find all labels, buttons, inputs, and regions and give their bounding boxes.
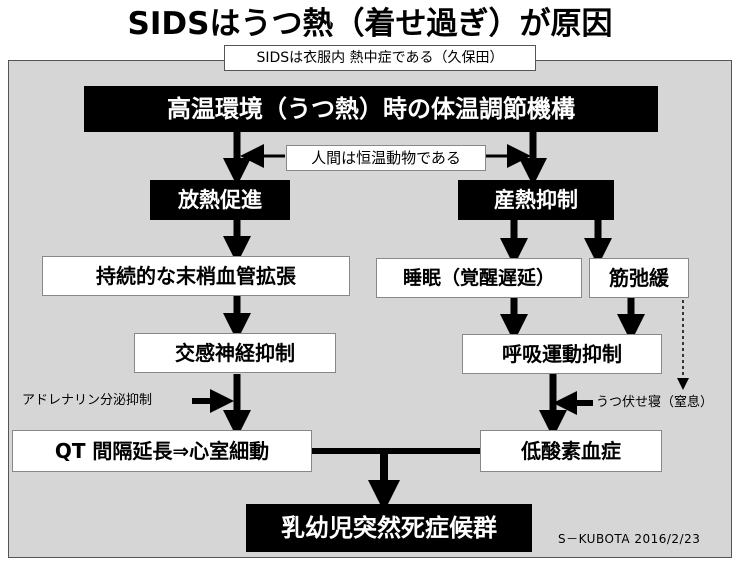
subtitle: SIDSは衣服内 熱中症である（久保田） — [224, 45, 536, 71]
page-title: SIDSはうつ熱（着せ過ぎ）が原因 — [127, 6, 613, 42]
node-qt: QT 間隔延長⇒心室細動 — [12, 430, 312, 472]
node-heat-suppress: 産熱抑制 — [458, 180, 614, 220]
node-top: 高温環境（うつ熱）時の体温調節機構 — [84, 86, 658, 132]
node-muscle: 筋弛緩 — [589, 258, 689, 298]
node-sleep: 睡眠（覚醒遅延） — [376, 258, 582, 298]
node-sympathetic: 交感神経抑制 — [134, 333, 336, 373]
label-adrenaline: アドレナリン分泌抑制 — [22, 393, 153, 408]
node-human: 人間は恒温動物である — [286, 145, 486, 171]
label-prone: うつ伏せ寝（窒息） — [596, 395, 714, 410]
credit-text: S－KUBOTA 2016/2/23 — [558, 532, 701, 546]
node-vasodilation: 持続的な末梢血管拡張 — [42, 256, 350, 296]
node-sids: 乳幼児突然死症候群 — [246, 504, 532, 552]
node-heat-release: 放熱促進 — [150, 180, 290, 220]
node-hypoxemia: 低酸素血症 — [480, 430, 662, 472]
diagram-panel — [8, 60, 732, 558]
node-respiration: 呼吸運動抑制 — [462, 334, 662, 374]
